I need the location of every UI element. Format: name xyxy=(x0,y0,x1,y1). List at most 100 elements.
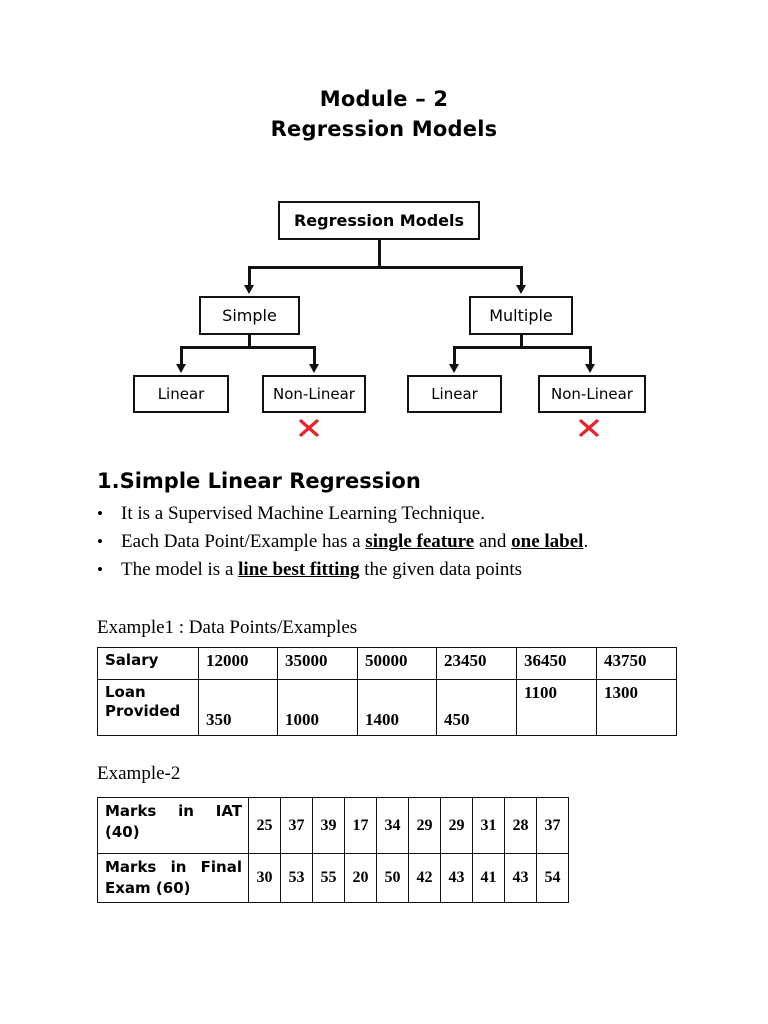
table-cell: 23450 xyxy=(436,647,517,680)
bullet-3-emphasis-line-best-fitting: line best fitting xyxy=(238,559,360,580)
table-cell: 55 xyxy=(312,853,345,903)
title-line-2: Regression Models xyxy=(270,117,498,141)
table-cell: 450 xyxy=(436,679,517,736)
section-heading-simple-linear-regression: 1.Simple Linear Regression xyxy=(97,469,421,493)
table-cell: 43750 xyxy=(596,647,677,680)
table-cell: 1300 xyxy=(596,679,677,736)
list-item: • The model is a line best fitting the g… xyxy=(97,556,697,583)
table-row: Marks in IAT(40) 25 37 39 17 34 29 29 31… xyxy=(97,797,569,854)
bullet-2-emphasis-single-feature: single feature xyxy=(365,531,475,552)
table-cell: 43 xyxy=(440,853,473,903)
diagram-node-simple: Simple xyxy=(199,296,300,335)
connector-simple-right xyxy=(313,346,316,365)
bullet-2-part-4: . xyxy=(583,531,589,552)
arrowhead-multiple-linear xyxy=(449,364,459,373)
connector-multiple-stem xyxy=(520,335,523,348)
arrowhead-to-simple xyxy=(244,285,254,294)
table-cell: 36450 xyxy=(516,647,597,680)
diagram-node-multiple: Multiple xyxy=(469,296,573,335)
table-cell: 17 xyxy=(344,797,377,854)
example-1-table: Salary 12000 35000 50000 23450 36450 437… xyxy=(97,647,677,736)
node-label: Regression Models xyxy=(293,210,465,230)
table-cell: 25 xyxy=(248,797,281,854)
title-line-1: Module – 2 xyxy=(319,87,449,111)
list-item: • Each Data Point/Example has a single f… xyxy=(97,528,697,555)
bullet-3-part-2: the given data points xyxy=(359,559,523,580)
bullet-marker-icon: • xyxy=(97,504,103,523)
connector-simple-bar xyxy=(180,346,315,349)
bullet-3-part-0: The model is a xyxy=(121,559,239,580)
table-cell: 29 xyxy=(440,797,473,854)
table-cell: 42 xyxy=(408,853,441,903)
list-item-text: It is a Supervised Machine Learning Tech… xyxy=(121,500,697,527)
bullet-list: • It is a Supervised Machine Learning Te… xyxy=(97,500,697,584)
row-header-marks-in-iat: Marks in IAT (40) xyxy=(97,797,249,854)
row-header-salary: Salary xyxy=(97,647,199,680)
example-2-table: Marks in IAT(40) 25 37 39 17 34 29 29 31… xyxy=(97,797,569,903)
table-cell: 50000 xyxy=(357,647,437,680)
connector-to-simple xyxy=(248,266,251,286)
table-cell: 1000 xyxy=(277,679,358,736)
connector-simple-stem xyxy=(248,335,251,348)
node-label: Linear xyxy=(157,384,205,403)
list-item: • It is a Supervised Machine Learning Te… xyxy=(97,500,697,527)
connector-to-multiple xyxy=(520,266,523,286)
table-cell: 37 xyxy=(536,797,569,854)
node-label: Non-Linear xyxy=(551,384,633,403)
cross-out-icon-multiple-nonlinear xyxy=(578,417,600,439)
diagram-node-regression-models: Regression Models xyxy=(278,201,480,240)
arrowhead-simple-nonlinear xyxy=(309,364,319,373)
arrowhead-to-multiple xyxy=(516,285,526,294)
row-header-line-2: (40) xyxy=(105,823,140,841)
table-cell: 54 xyxy=(536,853,569,903)
table-cell: 41 xyxy=(472,853,505,903)
table-cell: 12000 xyxy=(198,647,278,680)
table-cell: 20 xyxy=(344,853,377,903)
list-item-text: The model is a line best fitting the giv… xyxy=(121,556,697,583)
diagram-node-simple-linear: Linear xyxy=(133,375,229,413)
node-label: Linear xyxy=(431,384,478,403)
table-cell: 350 xyxy=(198,679,278,736)
connector-multiple-left xyxy=(453,346,456,365)
row-header-line-2: Provided xyxy=(105,702,181,720)
diagram-node-multiple-nonlinear: Non-Linear xyxy=(538,375,646,413)
connector-multiple-right xyxy=(589,346,592,365)
table-cell: 1100 xyxy=(516,679,597,736)
cross-out-icon-simple-nonlinear xyxy=(298,417,320,439)
page-title: Module – 2 Regression Models xyxy=(0,84,768,144)
table-cell: 39 xyxy=(312,797,345,854)
table-cell: 35000 xyxy=(277,647,358,680)
row-header-line-1: Marks in Final xyxy=(105,858,242,876)
connector-simple-left xyxy=(180,346,183,365)
diagram-node-multiple-linear: Linear xyxy=(407,375,502,413)
arrowhead-multiple-nonlinear xyxy=(585,364,595,373)
table-cell: 34 xyxy=(376,797,409,854)
bullet-2-part-2: and xyxy=(474,531,512,552)
table-cell: 28 xyxy=(504,797,537,854)
bullet-1-part-0: It is a Supervised Machine Learning Tech… xyxy=(121,503,485,524)
node-label: Multiple xyxy=(489,305,553,325)
table-cell: 53 xyxy=(280,853,313,903)
connector-root-bar xyxy=(249,266,521,269)
row-header-line-1: Marks in IAT xyxy=(105,802,242,820)
list-item-text: Each Data Point/Example has a single fea… xyxy=(121,528,697,555)
connector-multiple-bar xyxy=(453,346,591,349)
row-header-line-1: Loan xyxy=(105,683,146,701)
row-header-line-2: Exam (60) xyxy=(105,879,191,897)
bullet-2-emphasis-one-label: one label xyxy=(511,531,584,552)
regression-models-tree-diagram: Regression Models Simple Multiple xyxy=(0,190,768,440)
bullet-marker-icon: • xyxy=(97,560,103,579)
table-cell: 50 xyxy=(376,853,409,903)
example-2-caption: Example-2 xyxy=(97,763,181,784)
table-cell: 37 xyxy=(280,797,313,854)
table-cell: 31 xyxy=(472,797,505,854)
bullet-2-part-0: Each Data Point/Example has a xyxy=(121,531,366,552)
example-1-caption: Example1 : Data Points/Examples xyxy=(97,617,358,638)
node-label: Simple xyxy=(222,305,277,325)
arrowhead-simple-linear xyxy=(176,364,186,373)
